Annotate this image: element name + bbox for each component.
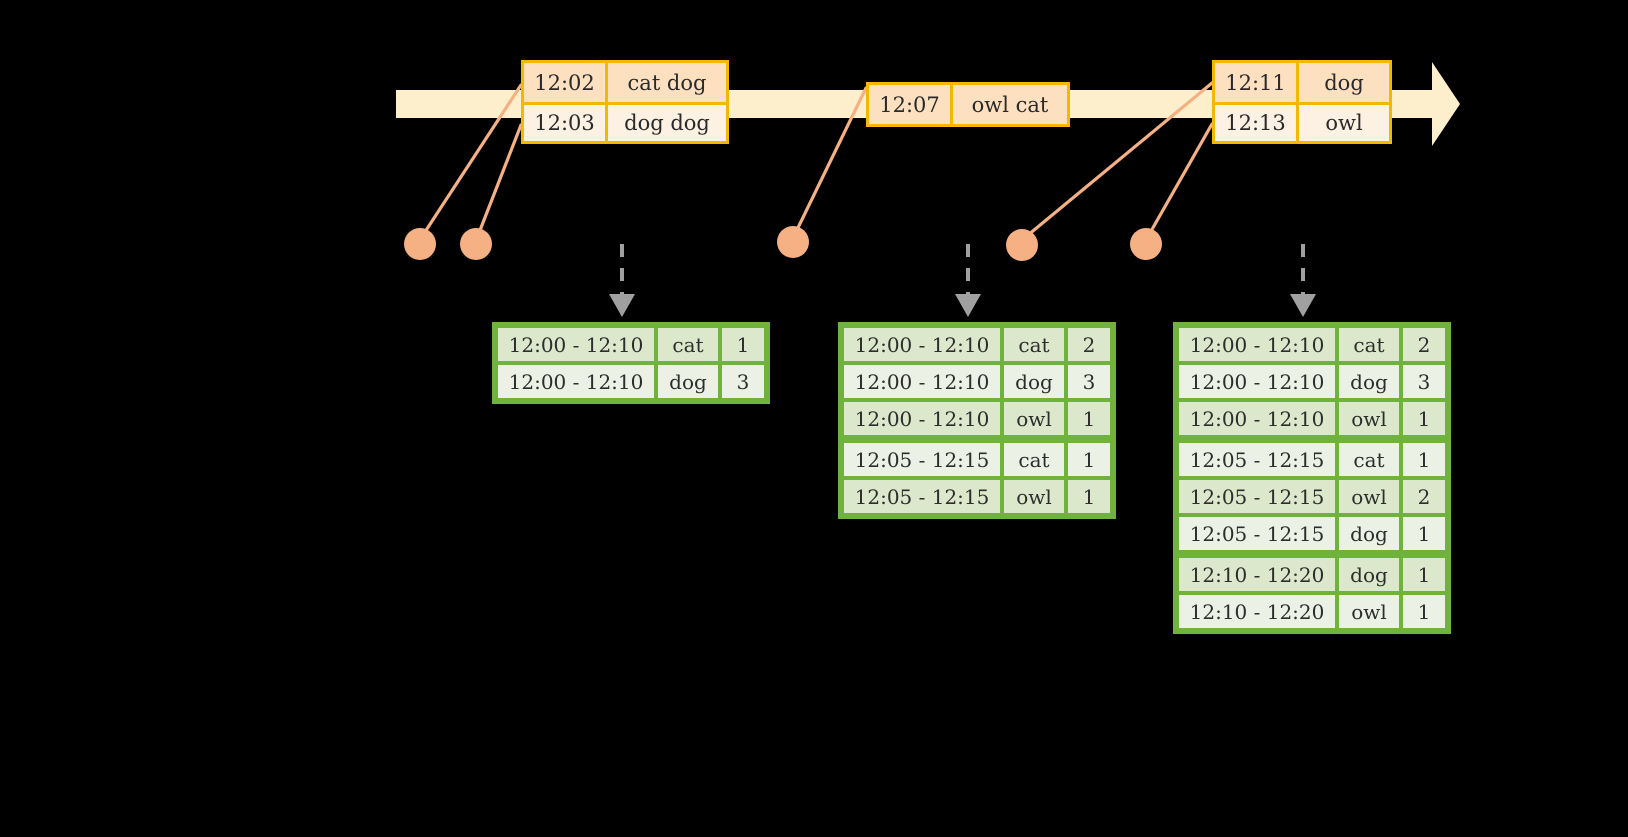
event-row: 12:11 dog xyxy=(1215,63,1389,102)
cell-word: dog xyxy=(1338,557,1400,592)
event-words: cat dog xyxy=(608,63,726,102)
cell-window: 12:10 - 12:20 xyxy=(1178,557,1336,592)
cell-word: cat xyxy=(1338,327,1400,362)
cell-word: cat xyxy=(1003,442,1065,477)
connector-line-1 xyxy=(419,83,523,240)
cell-count: 2 xyxy=(1067,327,1111,362)
cell-window: 12:05 - 12:15 xyxy=(843,479,1001,514)
result-arrow-2 xyxy=(955,244,981,317)
event-dot-4 xyxy=(1006,229,1038,261)
event-row: 12:03 dog dog xyxy=(524,102,726,141)
event-row: 12:02 cat dog xyxy=(524,63,726,102)
cell-word: owl xyxy=(1003,479,1065,514)
table-group-divider xyxy=(1177,437,1447,441)
cell-count: 1 xyxy=(1067,479,1111,514)
event-time: 12:11 xyxy=(1215,63,1299,102)
cell-count: 1 xyxy=(721,327,765,362)
cell-word: dog xyxy=(657,364,719,399)
cell-word: owl xyxy=(1338,479,1400,514)
cell-count: 1 xyxy=(1067,401,1111,436)
event-dot-5 xyxy=(1130,228,1162,260)
event-dots xyxy=(404,226,1162,261)
event-row: 12:07 owl cat xyxy=(869,85,1067,124)
cell-window: 12:00 - 12:10 xyxy=(497,327,655,362)
table-group-divider xyxy=(842,437,1112,441)
cell-count: 2 xyxy=(1402,327,1446,362)
cell-window: 12:00 - 12:10 xyxy=(1178,401,1336,436)
cell-count: 3 xyxy=(1402,364,1446,399)
cell-word: owl xyxy=(1338,594,1400,629)
cell-count: 3 xyxy=(721,364,765,399)
cell-word: owl xyxy=(1338,401,1400,436)
event-time: 12:07 xyxy=(869,85,953,124)
cell-count: 1 xyxy=(1402,401,1446,436)
event-time: 12:03 xyxy=(524,105,608,141)
cell-window: 12:00 - 12:10 xyxy=(843,401,1001,436)
event-words: owl cat xyxy=(953,85,1067,124)
cell-window: 12:00 - 12:10 xyxy=(1178,327,1336,362)
cell-word: cat xyxy=(1338,442,1400,477)
event-dot-3 xyxy=(777,226,809,258)
event-time: 12:02 xyxy=(524,63,608,102)
cell-window: 12:05 - 12:15 xyxy=(1178,516,1336,551)
cell-window: 12:05 - 12:15 xyxy=(843,442,1001,477)
events-group-3: 12:11 dog 12:13 owl xyxy=(1212,60,1392,144)
cell-window: 12:05 - 12:15 xyxy=(1178,442,1336,477)
event-words: dog xyxy=(1299,63,1389,102)
connector-line-2 xyxy=(475,123,523,240)
event-dot-1 xyxy=(404,228,436,260)
cell-count: 1 xyxy=(1402,594,1446,629)
events-group-1: 12:02 cat dog 12:03 dog dog xyxy=(521,60,729,144)
cell-count: 1 xyxy=(1402,516,1446,551)
cell-count: 1 xyxy=(1402,442,1446,477)
cell-word: cat xyxy=(1003,327,1065,362)
cell-word: cat xyxy=(657,327,719,362)
events-group-2: 12:07 owl cat xyxy=(866,82,1070,127)
cell-count: 1 xyxy=(1067,442,1111,477)
connector-line-5 xyxy=(1144,122,1214,242)
cell-word: dog xyxy=(1003,364,1065,399)
event-dot-2 xyxy=(460,228,492,260)
table-group-divider xyxy=(1177,552,1447,556)
cell-word: dog xyxy=(1338,364,1400,399)
event-words: owl xyxy=(1299,105,1389,141)
event-row: 12:13 owl xyxy=(1215,102,1389,141)
connector-line-3 xyxy=(791,86,868,240)
cell-count: 1 xyxy=(1402,557,1446,592)
cell-window: 12:05 - 12:15 xyxy=(1178,479,1336,514)
cell-window: 12:00 - 12:10 xyxy=(843,327,1001,362)
cell-count: 2 xyxy=(1402,479,1446,514)
event-words: dog dog xyxy=(608,105,726,141)
cell-window: 12:00 - 12:10 xyxy=(843,364,1001,399)
cell-count: 3 xyxy=(1067,364,1111,399)
cell-window: 12:00 - 12:10 xyxy=(1178,364,1336,399)
event-time: 12:13 xyxy=(1215,105,1299,141)
result-arrows xyxy=(609,244,1316,317)
cell-word: owl xyxy=(1003,401,1065,436)
result-arrow-3 xyxy=(1290,244,1316,317)
cell-window: 12:00 - 12:10 xyxy=(497,364,655,399)
result-arrow-1 xyxy=(609,244,635,317)
cell-window: 12:10 - 12:20 xyxy=(1178,594,1336,629)
cell-word: dog xyxy=(1338,516,1400,551)
